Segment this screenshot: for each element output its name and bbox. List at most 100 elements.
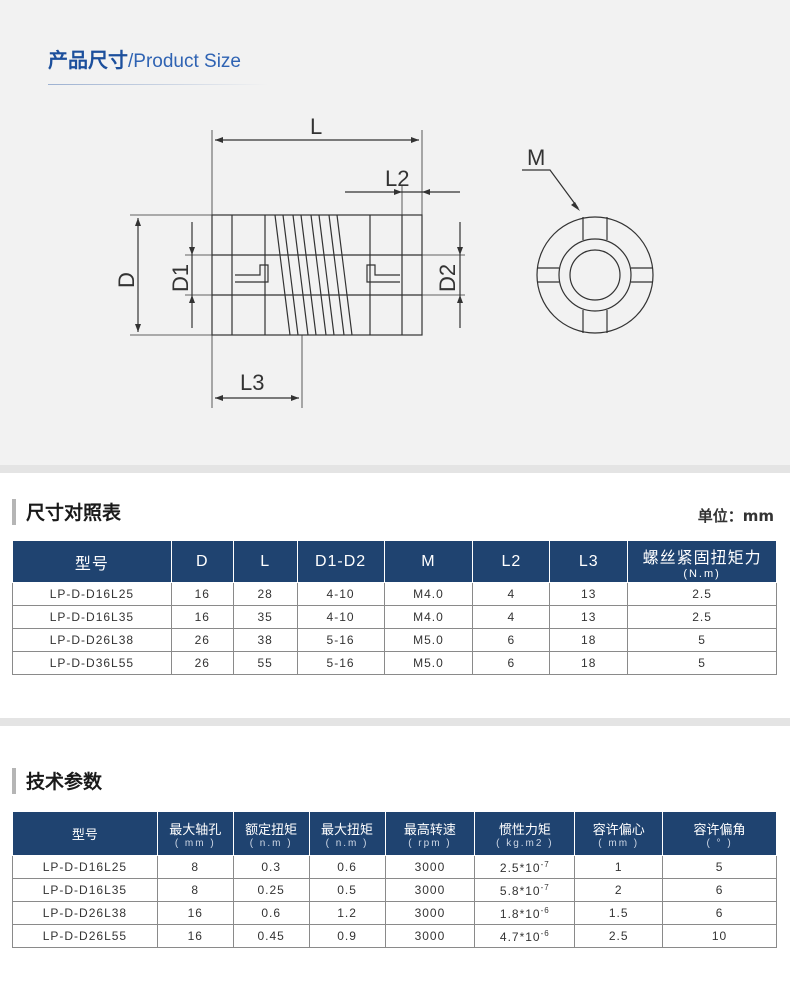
column-header-unit: ( rpm ) — [408, 837, 452, 849]
tech-params-table: 型号最大轴孔( mm )额定扭矩( n.m )最大扭矩( n.m )最高转速( … — [12, 811, 777, 948]
table-cell: 5 — [662, 855, 777, 879]
table-cell: 5-16 — [296, 651, 385, 675]
tech-table-heading-text: 技术参数 — [26, 771, 103, 793]
inertia-cell: 4.7*10-6 — [474, 924, 576, 948]
column-header: L3 — [549, 540, 629, 583]
title-en: Product Size — [133, 51, 242, 72]
table-cell: 0.6 — [232, 901, 310, 925]
table-cell: M4.0 — [383, 605, 474, 629]
table-cell: 16 — [156, 901, 234, 925]
column-header: L2 — [472, 540, 551, 583]
table-cell: 6 — [472, 628, 551, 652]
table-cell: 0.5 — [308, 878, 386, 902]
tech-table-header: 型号最大轴孔( mm )额定扭矩( n.m )最大扭矩( n.m )最高转速( … — [12, 811, 777, 856]
column-header: D — [170, 540, 234, 583]
column-header-label: L3 — [578, 552, 599, 570]
table-cell: 3000 — [384, 924, 476, 948]
inertia-exponent: -7 — [540, 859, 550, 869]
column-header: 容许偏角( ° ) — [662, 811, 777, 856]
inertia-base: 4.7*10 — [499, 929, 541, 944]
dim-label-d: D — [114, 272, 139, 288]
inertia-base: 2.5*10 — [499, 860, 541, 875]
product-size-section — [0, 0, 790, 465]
tech-table-heading: 技术参数 — [12, 767, 102, 794]
model-cell: LP-D-D16L35 — [12, 605, 172, 629]
unit-label: 单位：mm — [697, 507, 774, 525]
column-header: 最高转速( rpm ) — [384, 811, 476, 856]
table-cell: 2 — [574, 878, 664, 902]
dim-label-l3: L3 — [240, 370, 264, 395]
column-header: 型号 — [12, 540, 172, 583]
table-cell: 16 — [156, 924, 234, 948]
table-cell: 16 — [170, 605, 234, 629]
column-header-label: D — [195, 552, 209, 570]
column-header-label: 最大轴孔 — [169, 821, 222, 837]
column-header-label: 最大扭矩 — [321, 821, 374, 837]
column-header-label: M — [421, 552, 436, 570]
column-header-label: L2 — [501, 552, 522, 570]
coupling-drawing: L L2 L3 D D1 D2 M — [114, 114, 654, 408]
column-header-unit: (N.m) — [683, 567, 721, 580]
table-cell: 55 — [232, 651, 298, 675]
table-cell: 0.6 — [308, 855, 386, 879]
table-cell: 5 — [627, 628, 777, 652]
table-cell: 0.25 — [232, 878, 310, 902]
table-cell: 8 — [156, 878, 234, 902]
title-separator: / — [128, 51, 134, 72]
column-header-unit: ( mm ) — [598, 837, 640, 849]
inertia-cell: 2.5*10-7 — [474, 855, 576, 879]
dim-label-m: M — [527, 145, 545, 170]
page-title: 产品尺寸/Product Size — [48, 44, 241, 73]
column-header: 容许偏心( mm ) — [574, 811, 664, 856]
table-cell: 2.5 — [627, 582, 777, 606]
table-cell: 4-10 — [296, 582, 385, 606]
column-header: 螺丝紧固扭矩力(N.m) — [627, 540, 777, 583]
model-cell: LP-D-D26L38 — [12, 901, 158, 925]
inertia-cell: 1.8*10-6 — [474, 901, 576, 925]
model-cell: LP-D-D26L38 — [12, 628, 172, 652]
table-cell: 5-16 — [296, 628, 385, 652]
helical-slots — [274, 214, 353, 336]
dim-label-l: L — [310, 114, 322, 139]
table-cell: 0.9 — [308, 924, 386, 948]
dim-label-l2: L2 — [385, 166, 409, 191]
title-cn: 产品尺寸 — [48, 48, 128, 72]
table-cell: 5 — [627, 651, 777, 675]
model-cell: LP-D-D26L55 — [12, 924, 158, 948]
table-cell: 26 — [170, 651, 234, 675]
column-header: 最大扭矩( n.m ) — [308, 811, 386, 856]
table-cell: 28 — [232, 582, 298, 606]
title-underline — [48, 84, 268, 85]
table-cell: 3000 — [384, 901, 476, 925]
inertia-exponent: -6 — [540, 905, 550, 915]
table-cell: 1.2 — [308, 901, 386, 925]
column-header: D1-D2 — [296, 540, 385, 583]
size-table-heading: 尺寸对照表 — [12, 498, 121, 525]
table-cell: 6 — [662, 878, 777, 902]
table-cell: 18 — [549, 651, 629, 675]
table-cell: 2.5 — [627, 605, 777, 629]
model-cell: LP-D-D36L55 — [12, 651, 172, 675]
table-cell: 1.5 — [574, 901, 664, 925]
heading-bar — [12, 767, 16, 794]
column-header-label: 容许偏心 — [592, 821, 645, 837]
heading-bar — [12, 498, 16, 525]
end-view-outer — [536, 216, 654, 334]
column-header-label: 螺丝紧固扭矩力 — [642, 549, 762, 567]
table-cell: 35 — [232, 605, 298, 629]
table-cell: M5.0 — [383, 651, 474, 675]
section-divider — [0, 465, 790, 473]
table-cell: 6 — [472, 651, 551, 675]
table-cell: 3000 — [384, 878, 476, 902]
table-cell: 16 — [170, 582, 234, 606]
table-cell: 6 — [662, 901, 777, 925]
column-header-label: 额定扭矩 — [245, 821, 298, 837]
